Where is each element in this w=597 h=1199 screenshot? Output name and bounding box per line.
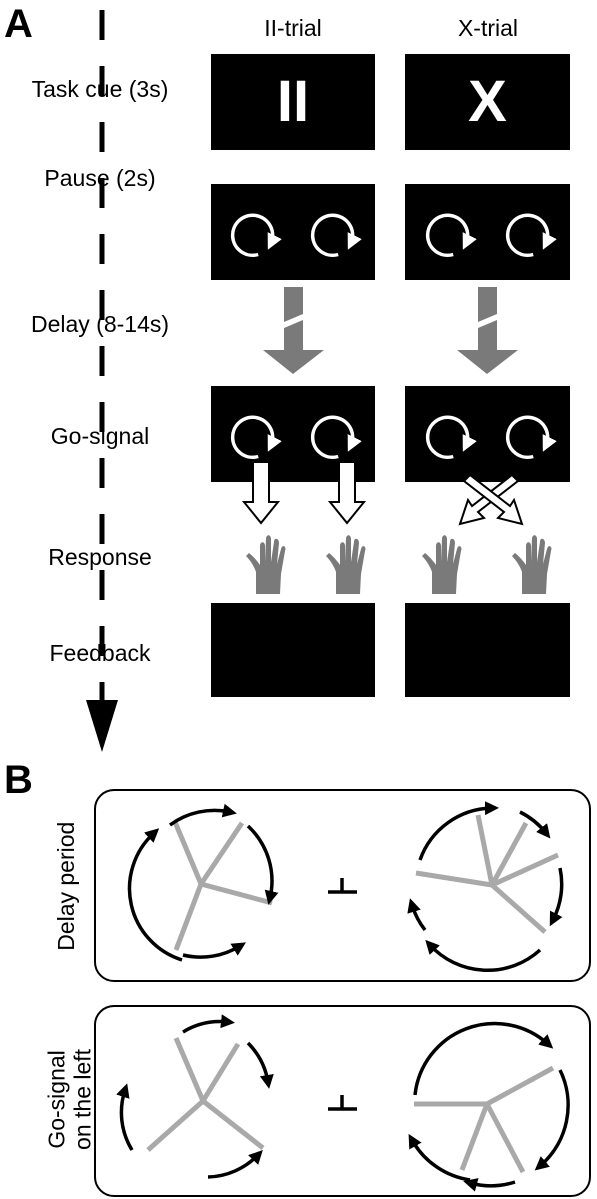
ii-cue-symbol: II [276,69,310,134]
pause-block-x [405,184,570,280]
hand-icons [246,535,552,594]
inhibition-symbol [328,878,357,894]
panel-a-graphics [86,10,557,752]
hand-icon [326,535,366,594]
pause-block-ii [211,184,375,280]
rotate-cw-icon [310,415,362,459]
delay-period-box [94,789,591,982]
hand-icon [422,535,462,594]
go-signal-left-box [94,1005,591,1197]
panel-a-letter: A [4,2,33,46]
time-axis [86,10,118,752]
rotate-cw-icon [425,415,477,459]
rotate-cw-icon [230,213,282,257]
rotate-cw-icon [230,415,282,459]
network-go-right [408,1021,570,1192]
network-delay-right [407,801,564,973]
hand-icon [246,535,286,594]
task-cue-block-x: X [405,54,570,150]
rotate-cw-icon [505,415,557,459]
feedback-block-ii [211,603,375,697]
rotate-cw-icon [505,213,557,257]
go-signal-block-x [405,386,570,482]
response-arrow-ii-right [327,461,367,525]
time-axis-arrowhead [86,700,118,752]
column-header-x-trial: X-trial [457,15,519,41]
response-arrow-ii-left [241,461,281,525]
network-delay-left [127,803,279,962]
rotate-cw-icon [425,213,477,257]
x-cue-symbol: X [468,69,507,134]
delay-arrow-x [457,287,518,374]
task-cue-block-ii: II [211,54,375,150]
panel-b-letter: B [4,758,33,802]
column-header-ii-trial: II-trial [264,15,322,41]
response-arrow-x-crossed-b [462,473,524,526]
network-go-left [116,1014,274,1179]
delay-arrow-ii [263,287,324,374]
feedback-block-x [405,603,570,697]
hand-icon [512,535,552,594]
rotate-cw-icon [310,213,362,257]
inhibition-symbol [328,1095,357,1111]
row-label-response: Response [48,544,152,570]
